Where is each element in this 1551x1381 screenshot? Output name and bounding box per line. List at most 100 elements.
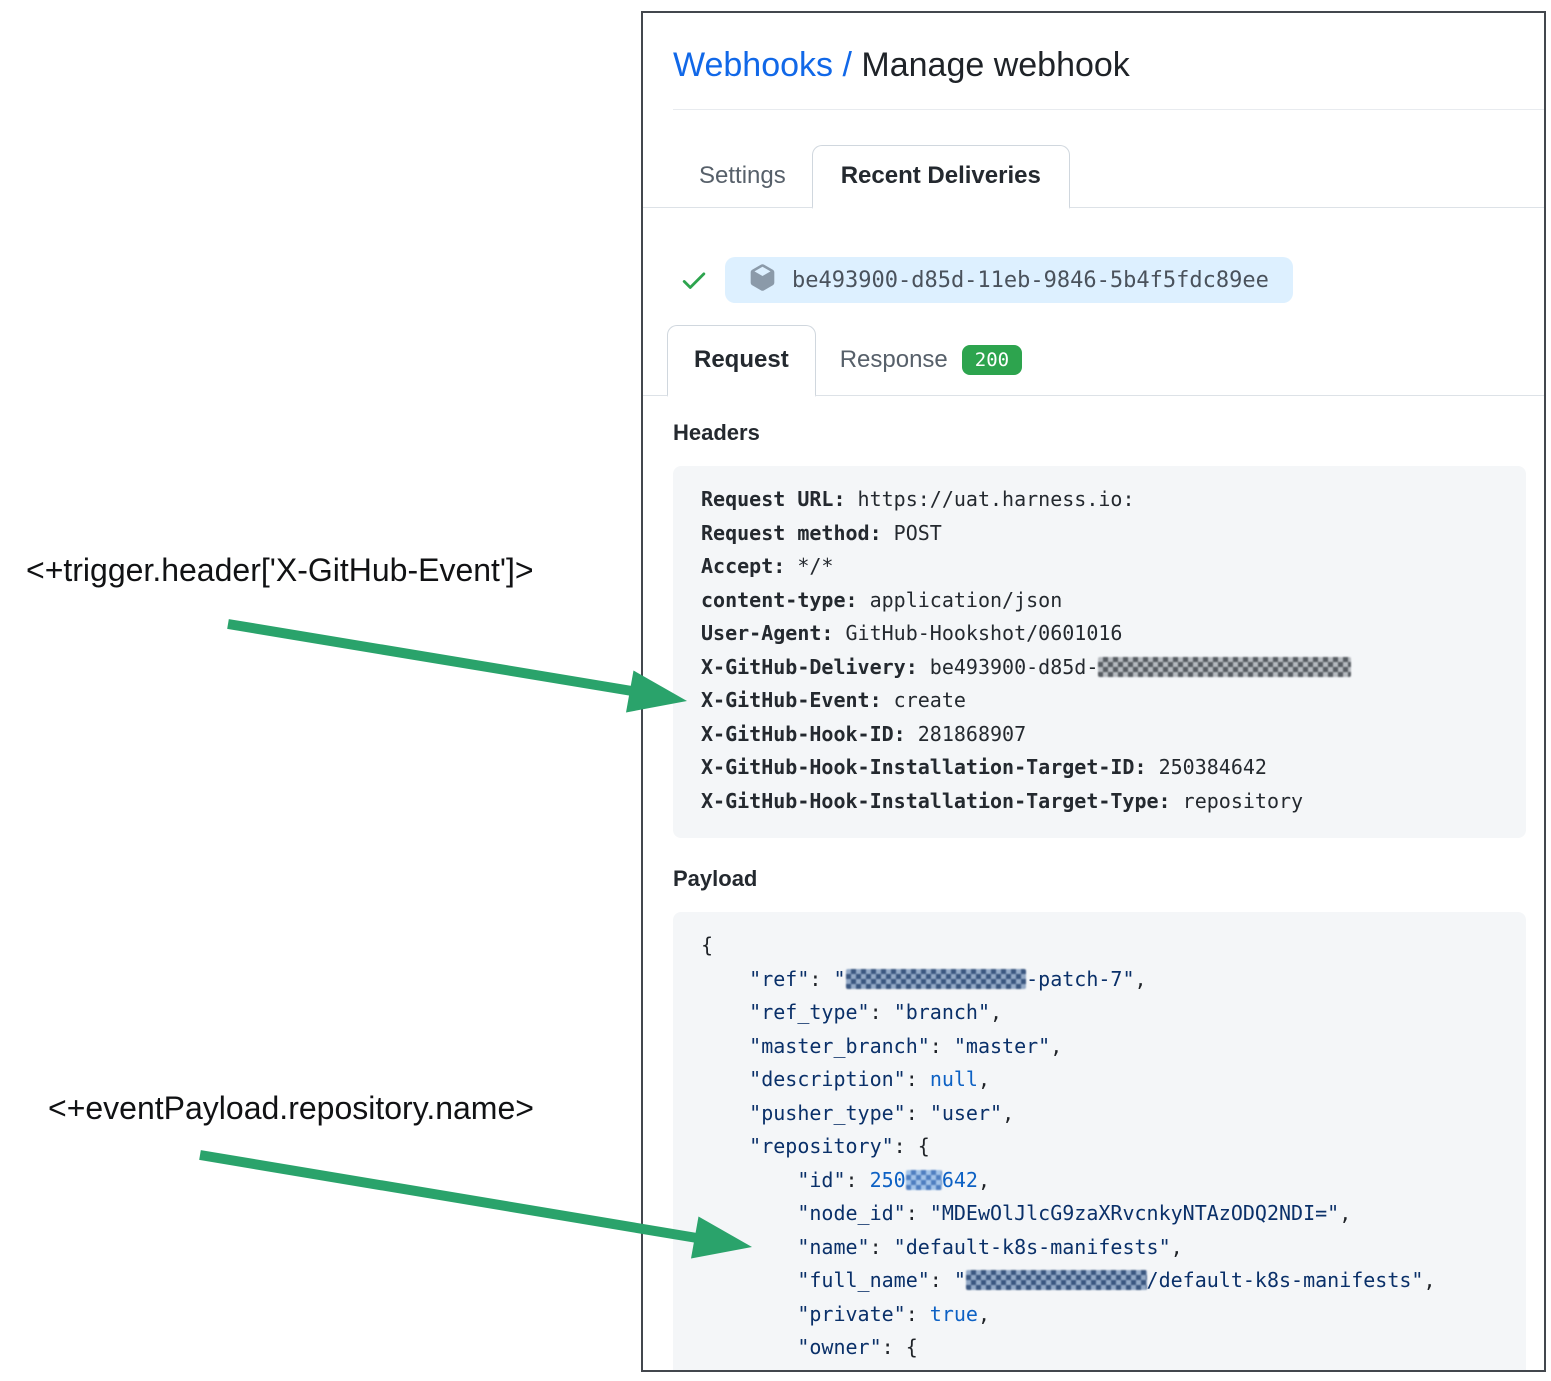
code-segment: "full_name"	[797, 1268, 930, 1292]
tab-response[interactable]: Response 200	[816, 325, 1046, 395]
code-segment: https://uat.harness.io:	[845, 487, 1135, 511]
code-segment: 281868907	[905, 721, 1027, 746]
code-segment: "	[953, 1268, 966, 1292]
code-segment: {	[917, 1134, 930, 1158]
webhooks-breadcrumb-link[interactable]: Webhooks	[673, 46, 834, 84]
package-icon	[749, 264, 776, 296]
code-segment: ,	[1050, 1033, 1063, 1058]
code-segment: true	[929, 1301, 978, 1326]
code-segment: ,	[990, 1000, 1003, 1024]
code-line: Request method: POST	[701, 517, 1508, 551]
code-segment: User-Agent:	[701, 621, 834, 645]
code-line: "ref": "-patch-7",	[701, 963, 1508, 997]
code-segment: application/json	[857, 587, 1063, 612]
code-line: X-GitHub-Hook-ID: 281868907	[701, 718, 1508, 752]
code-segment	[701, 1101, 749, 1125]
webhook-tabs: Settings Recent Deliveries	[643, 145, 1544, 209]
code-segment: ,	[1423, 1268, 1436, 1292]
code-segment	[701, 1034, 749, 1058]
code-segment: X-GitHub-Hook-Installation-Target-ID:	[701, 755, 1147, 779]
code-segment: :	[893, 1134, 918, 1158]
code-segment: ,	[977, 1167, 990, 1192]
code-segment	[701, 1201, 797, 1225]
code-segment: "private"	[797, 1301, 906, 1326]
code-segment	[701, 1067, 749, 1091]
redacted-text	[845, 968, 1027, 989]
annotation-trigger-header-expression: <+trigger.header['X-GitHub-Event']>	[26, 552, 534, 588]
code-segment: "pusher_type"	[749, 1100, 906, 1125]
code-segment: :	[869, 1234, 894, 1259]
title-divider	[673, 109, 1544, 110]
code-segment	[701, 1134, 749, 1158]
code-segment	[701, 1302, 797, 1326]
code-segment: "name"	[797, 1234, 870, 1259]
code-segment: be493900-d85d-	[917, 654, 1099, 679]
code-segment: X-GitHub-Hook-ID:	[701, 721, 906, 746]
code-segment: "default-k8s-manifests"	[893, 1234, 1171, 1259]
code-line: {	[701, 929, 1508, 963]
code-segment: "user"	[929, 1100, 1003, 1125]
code-segment	[701, 1000, 749, 1024]
code-segment: :	[929, 1033, 954, 1058]
redacted-text	[905, 1169, 942, 1190]
code-line: "node_id": "MDEwOlJlcG9zaXRvcnkyNTAzODQ2…	[701, 1197, 1508, 1231]
code-segment: repository	[1170, 788, 1304, 813]
code-line: "name": "default-k8s-manifests",	[701, 1231, 1508, 1265]
code-line: "master_branch": "master",	[701, 1030, 1508, 1064]
code-line: X-GitHub-Hook-Installation-Target-ID: 25…	[701, 751, 1508, 785]
check-icon	[679, 265, 709, 295]
code-segment: "master_branch"	[749, 1033, 930, 1058]
code-segment: :	[929, 1268, 954, 1292]
redacted-text	[1098, 656, 1352, 677]
code-line: content-type: application/json	[701, 584, 1508, 618]
code-segment: ,	[977, 1067, 991, 1091]
code-segment: Accept:	[701, 554, 786, 578]
code-segment: X-GitHub-Event:	[701, 688, 882, 712]
code-segment: "master"	[953, 1033, 1051, 1058]
manage-webhook-panel: Webhooks / Manage webhook Settings Recen…	[641, 11, 1546, 1372]
code-segment	[701, 1268, 797, 1292]
code-segment	[701, 967, 749, 991]
code-segment: /default-k8s-manifests"	[1146, 1268, 1424, 1292]
code-segment	[701, 1335, 797, 1359]
code-segment: ,	[1170, 1234, 1183, 1259]
code-segment: "branch"	[893, 1000, 991, 1024]
code-segment: -patch-7"	[1026, 966, 1135, 991]
arrow-to-x-github-event-icon	[227, 619, 687, 713]
headers-section-heading: Headers	[673, 420, 760, 445]
annotation-event-payload-expression: <+eventPayload.repository.name>	[48, 1090, 534, 1126]
code-segment: null	[929, 1067, 978, 1091]
code-segment: "id"	[797, 1167, 846, 1192]
page-title: Manage webhook	[861, 46, 1130, 84]
code-segment: create	[881, 688, 966, 712]
tab-settings[interactable]: Settings	[699, 162, 786, 189]
code-line: Accept: */*	[701, 550, 1508, 584]
code-segment	[701, 1235, 797, 1259]
code-segment: :	[905, 1301, 930, 1326]
code-segment: "ref_type"	[749, 1000, 870, 1024]
code-line: "owner": {	[701, 1331, 1508, 1365]
code-segment: "owner"	[797, 1335, 882, 1359]
code-segment: {	[905, 1335, 918, 1359]
code-segment: ,	[1002, 1100, 1015, 1125]
code-line: "full_name": " /default-k8s-manifests",	[701, 1264, 1508, 1298]
code-segment: :	[905, 1201, 930, 1225]
breadcrumb-separator-slash: /	[842, 46, 852, 84]
tab-recent-deliveries[interactable]: Recent Deliveries	[811, 145, 1070, 209]
code-segment: :	[809, 966, 834, 991]
code-segment: "repository"	[749, 1134, 894, 1158]
code-segment: :	[905, 1100, 930, 1125]
request-response-tabs: Request Response 200	[643, 325, 1544, 397]
tab-request[interactable]: Request	[667, 325, 816, 397]
code-line: "private": true,	[701, 1298, 1508, 1332]
code-segment: POST	[881, 520, 942, 545]
code-segment: */*	[785, 554, 834, 578]
delivery-id-pill[interactable]: be493900-d85d-11eb-9846-5b4f5fdc89ee	[725, 257, 1293, 303]
code-line: "repository": {	[701, 1130, 1508, 1164]
code-line: User-Agent: GitHub-Hookshot/0601016	[701, 617, 1508, 651]
code-segment: "description"	[749, 1067, 906, 1091]
code-segment: 642	[941, 1167, 978, 1192]
payload-section-heading: Payload	[673, 866, 758, 891]
code-segment: 250384642	[1146, 755, 1267, 779]
code-line: "pusher_type": "user",	[701, 1097, 1508, 1131]
